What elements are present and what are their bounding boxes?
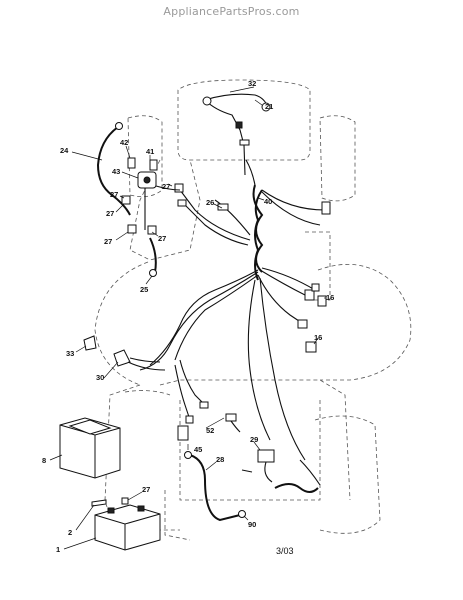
callout-45: 45 bbox=[194, 445, 202, 454]
callout-43: 43 bbox=[112, 167, 120, 176]
callout-27-e: 27 bbox=[162, 182, 170, 191]
callout-27-b: 27 bbox=[106, 209, 114, 218]
callout-27-a: 27 bbox=[110, 190, 118, 199]
callout-42: 42 bbox=[120, 138, 128, 147]
solenoid-area bbox=[241, 449, 321, 493]
callout-27-c: 27 bbox=[104, 237, 112, 246]
callout-26: 26 bbox=[206, 198, 214, 207]
battery-tray bbox=[59, 417, 121, 479]
callout-8: 8 bbox=[42, 456, 46, 465]
revision-date: 3/03 bbox=[276, 546, 294, 556]
callout-labels: 32 21 24 42 41 43 27 27 27 27 27 25 26 4… bbox=[42, 79, 334, 554]
ignition-area bbox=[96, 122, 181, 277]
callout-27-f: 27 bbox=[142, 485, 150, 494]
main-loom bbox=[245, 159, 331, 281]
callout-24: 24 bbox=[60, 146, 69, 155]
callout-21: 21 bbox=[265, 102, 273, 111]
callout-40: 40 bbox=[264, 197, 272, 206]
callout-41: 41 bbox=[146, 147, 154, 156]
callout-2: 2 bbox=[68, 528, 72, 537]
callout-33: 33 bbox=[66, 349, 74, 358]
callout-1: 1 bbox=[56, 545, 60, 554]
headlight-harness bbox=[202, 93, 271, 176]
callout-27-d: 27 bbox=[158, 234, 166, 243]
battery bbox=[91, 497, 161, 551]
harness-branches bbox=[139, 183, 320, 461]
callout-16-a: 16 bbox=[326, 293, 334, 302]
callout-52: 52 bbox=[206, 426, 214, 435]
battery-cable bbox=[177, 413, 246, 522]
callout-30: 30 bbox=[96, 373, 104, 382]
callout-16-b: 16 bbox=[314, 333, 322, 342]
callout-25: 25 bbox=[140, 285, 148, 294]
chassis-outline bbox=[94, 79, 412, 541]
callout-32: 32 bbox=[248, 79, 256, 88]
callout-29: 29 bbox=[250, 435, 258, 444]
callout-28: 28 bbox=[216, 455, 224, 464]
leader-lines bbox=[49, 86, 326, 550]
right-connectors bbox=[305, 295, 327, 353]
callout-90: 90 bbox=[248, 520, 256, 529]
watermark: AppliancePartsPros.com bbox=[163, 5, 300, 18]
